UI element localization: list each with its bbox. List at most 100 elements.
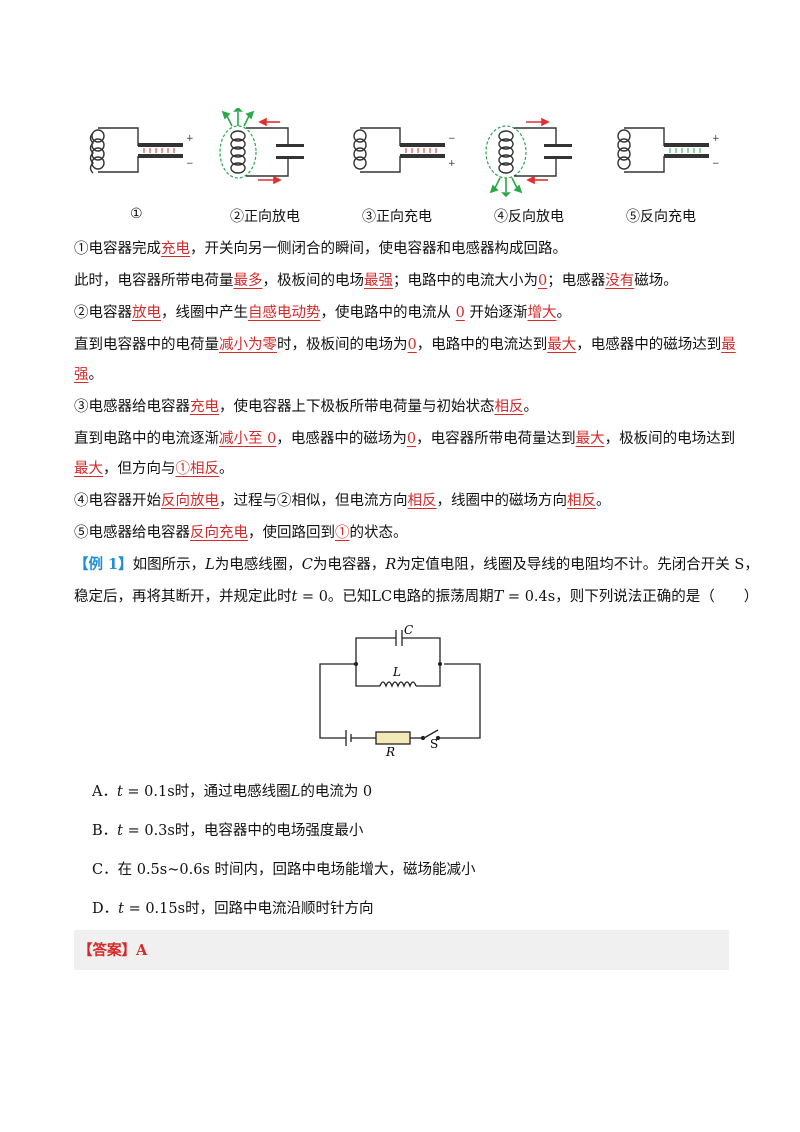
paragraph-4-cont: 强。 (74, 360, 724, 390)
text: 。 (219, 461, 234, 477)
option-a[interactable]: A．t = 0.1s时，通过电感线圈L的电流为 0 (92, 780, 372, 801)
var: T (493, 589, 504, 605)
text: 。 (88, 367, 104, 383)
text: ，过程与②相似，但电流方向 (219, 493, 408, 509)
highlight: 强 (74, 367, 89, 383)
text: 。 (556, 305, 571, 321)
option-c[interactable]: C．在 0.5s~0.6s 时间内，回路中电场能增大，磁场能减小 (92, 858, 475, 879)
var: t (118, 901, 124, 917)
highlight: 最多 (233, 273, 263, 289)
caption-2: ②正向放电 (230, 209, 300, 225)
text: 此时，电容器所带电荷量 (74, 273, 234, 289)
highlight: 相反 (407, 493, 437, 509)
text: ，电感器中的磁场达到 (576, 337, 722, 353)
lc-oscillation-figures: + − (78, 108, 738, 200)
lc-circuit-diagram: C L R S (319, 623, 481, 759)
text: ，极板间的电场 (262, 273, 365, 289)
highlight: 没有 (605, 273, 635, 289)
text: ，使电路中的电流从 (320, 305, 456, 321)
highlight: 0 (407, 337, 417, 353)
highlight: 最大 (575, 431, 605, 447)
option-letter: C． (92, 862, 118, 878)
highlight: 0 (455, 305, 465, 321)
text: ，电感器中的磁场为 (276, 431, 407, 447)
label-l: L (392, 665, 401, 679)
var: t (116, 784, 123, 800)
text: ，使回路回到 (248, 525, 335, 541)
text: 为电容器， (312, 557, 386, 573)
option-text: = 0.3s时，电容器中的电场强度最小 (122, 823, 364, 839)
paragraph-8: ⑤电感器给电容器反向充电，使回路回到①的状态。 (74, 518, 724, 548)
svg-text:+: + (186, 134, 194, 144)
figure-state-5: + − (617, 127, 720, 173)
highlight: 最大 (74, 461, 103, 477)
text: 。 (596, 493, 611, 509)
svg-text:+: + (448, 159, 456, 169)
option-text: 在 0.5s~0.6s 时间内，回路中电场能增大，磁场能减小 (117, 862, 476, 878)
highlight: 放电 (132, 305, 161, 321)
figure-state-3: − + (353, 127, 456, 173)
figure-state-4 (485, 117, 572, 198)
paragraph-1: ①电容器完成充电，开关向另一侧闭合的瞬间，使电容器和电感器构成回路。 (74, 234, 724, 264)
paragraph-7: ④电容器开始反向放电，过程与②相似，但电流方向相反，线圈中的磁场方向相反。 (74, 486, 724, 516)
option-letter: A． (92, 784, 117, 800)
text: 稳定后，再将其断开，并规定此时 (74, 589, 292, 605)
paragraph-2: 此时，电容器所带电荷量最多，极板间的电场最强；电路中的电流大小为0；电感器没有磁… (74, 266, 724, 296)
text: = 0.4s，则下列说法正确的是（ ） (503, 589, 759, 605)
text: 开始逐渐 (464, 305, 528, 321)
option-b[interactable]: B．t = 0.3s时，电容器中的电场强度最小 (92, 819, 363, 840)
text: 直到电容器中的电荷量 (74, 337, 219, 353)
paragraph-6: 直到电路中的电流逐渐减小至 0，电感器中的磁场为0，电容器所带电荷量达到最大，极… (74, 424, 735, 454)
highlight: 增大 (527, 305, 557, 321)
text: = 0。已知LC电路的振荡周期 (297, 589, 494, 605)
paragraph-5: ③电感器给电容器充电，使电容器上下极板所带电荷量与初始状态相反。 (74, 392, 724, 422)
caption-5: ⑤反向充电 (626, 209, 696, 225)
highlight: 0 (406, 431, 417, 447)
highlight: 0 (538, 273, 548, 289)
text: 磁场。 (634, 273, 678, 289)
var: t (291, 589, 298, 605)
svg-text:+: + (712, 134, 720, 144)
example-line-1: 【例 1】如图所示，L为电感线圈，C为电容器，R为定值电阻，线圈及导线的电阻均不… (74, 550, 759, 580)
var: L (205, 557, 215, 573)
highlight: 反向充电 (190, 525, 248, 541)
highlight: 相反 (494, 399, 524, 415)
paragraph-3: ②电容器放电，线圈中产生自感电动势，使电路中的电流从 0 开始逐渐增大。 (74, 298, 724, 328)
highlight: 相反 (190, 461, 219, 477)
figure-state-2 (219, 108, 304, 185)
text: ②电容器 (74, 305, 132, 321)
caption-4: ④反向放电 (494, 209, 564, 225)
text: ，线圈中产生 (161, 305, 248, 321)
highlight: 自感电动势 (248, 305, 321, 321)
text: ，电路中的电流达到 (416, 337, 548, 353)
label-r: R (385, 745, 395, 759)
text: ，但方向与 (103, 461, 176, 477)
text: ①电容器完成 (74, 241, 161, 257)
highlight: ① (335, 525, 350, 541)
text: ；电路中的电流大小为 (393, 273, 538, 289)
var: L (290, 784, 301, 800)
highlight: 减小至 0 (219, 431, 277, 447)
option-letter: D． (92, 901, 119, 917)
var: R (385, 557, 397, 573)
text: 时，极板间的电场为 (277, 337, 408, 353)
option-text: 的电流为 0 (300, 784, 373, 800)
highlight: 充电 (161, 241, 190, 257)
label-s: S (430, 737, 438, 751)
paragraph-4: 直到电容器中的电荷量减小为零时，极板间的电场为0，电路中的电流达到最大，电感器中… (74, 330, 736, 360)
caption-1: ① (130, 206, 143, 222)
highlight: 最大 (547, 337, 577, 353)
figure-state-1: + − (89, 127, 194, 174)
svg-text:−: − (712, 159, 720, 169)
svg-text:−: − (448, 134, 456, 144)
label-c: C (404, 623, 413, 637)
figure-captions: ① ②正向放电 ③正向充电 ④反向放电 ⑤反向充电 (78, 206, 738, 228)
highlight: 最强 (364, 273, 393, 289)
answer-text: 【答案】A (78, 942, 148, 959)
text: ，开关向另一侧闭合的瞬间，使电容器和电感器构成回路。 (190, 241, 567, 257)
highlight: 反向放电 (161, 493, 219, 509)
text: 。 (523, 399, 539, 415)
option-d[interactable]: D．t = 0.15s时，回路中电流沿顺时针方向 (92, 897, 374, 918)
option-letter: B． (92, 823, 118, 839)
